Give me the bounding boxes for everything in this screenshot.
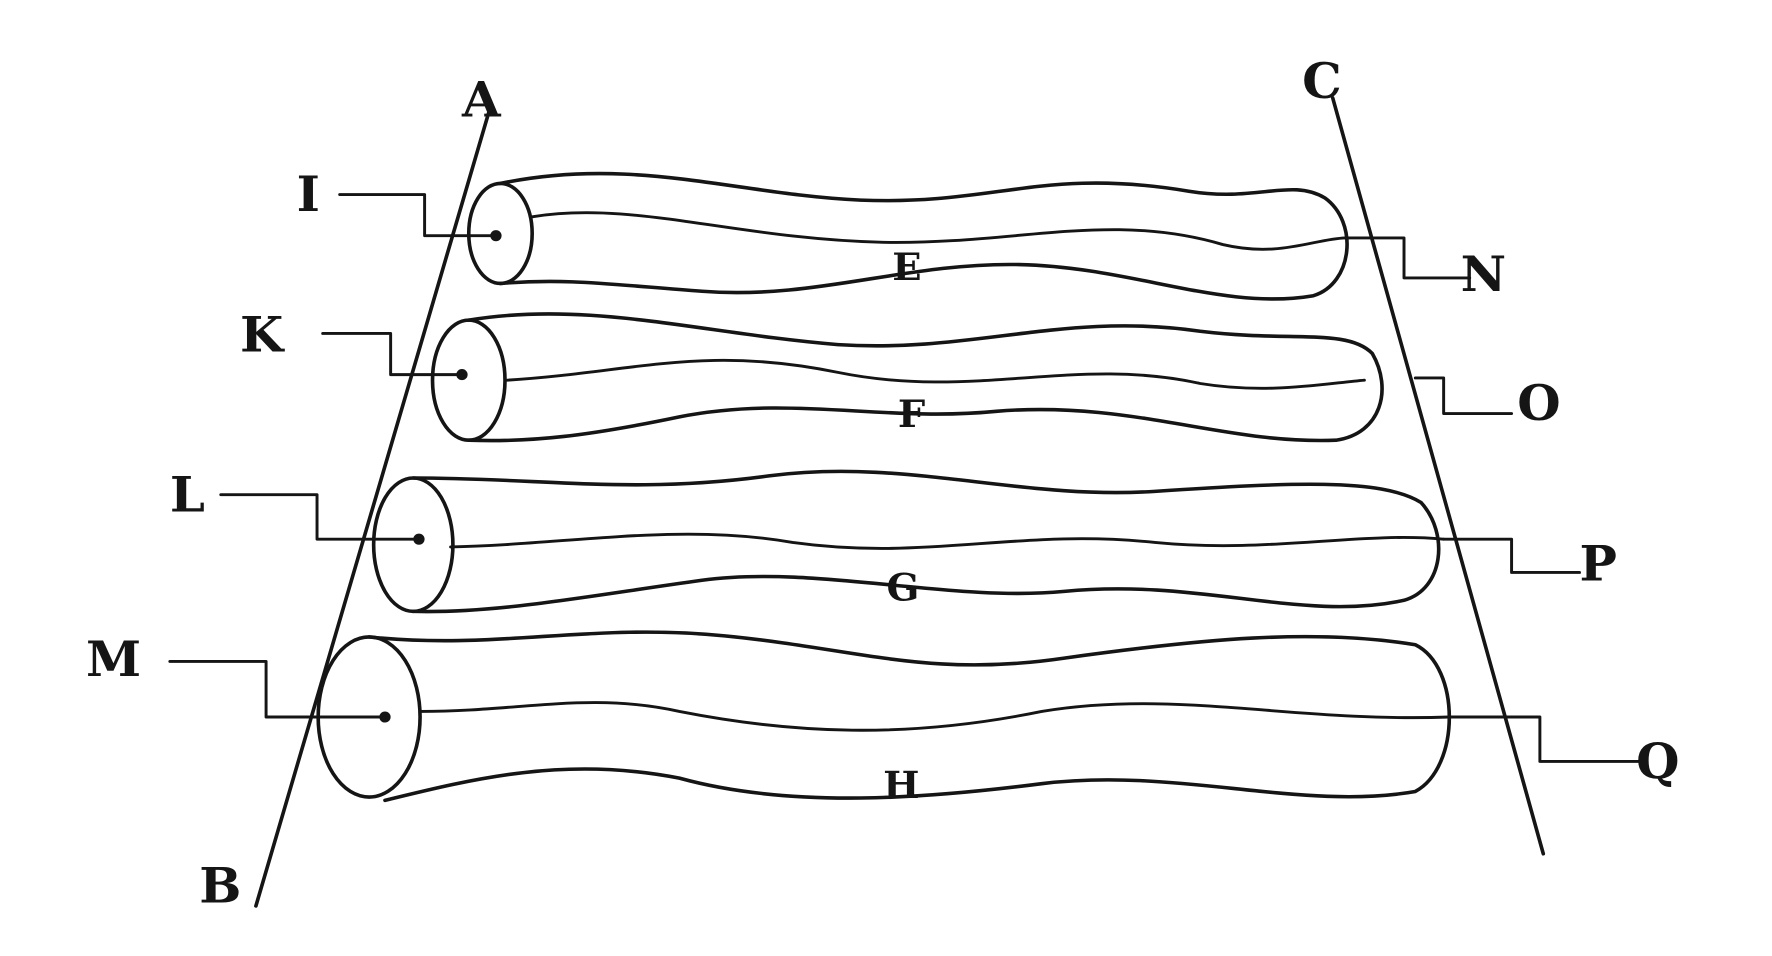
tube-F-end — [430, 318, 507, 442]
label-B: B — [199, 857, 241, 914]
leader-O — [1413, 376, 1514, 415]
leader-N — [1343, 236, 1472, 280]
label-K: K — [240, 306, 285, 363]
label-A: A — [461, 71, 501, 128]
label-G: G — [887, 565, 920, 610]
label-M: M — [86, 630, 141, 687]
leader-P — [1442, 537, 1581, 574]
label-P: P — [1580, 535, 1617, 592]
leader-K — [321, 332, 464, 377]
label-L: L — [170, 466, 205, 523]
label-Q: Q — [1636, 733, 1679, 790]
label-E: E — [892, 244, 921, 289]
label-I: I — [297, 166, 320, 223]
label-O: O — [1517, 375, 1560, 432]
label-F: F — [898, 391, 925, 436]
tube-H — [316, 630, 1451, 803]
label-H: H — [883, 762, 919, 807]
tube-E — [466, 171, 1349, 301]
leader-Q — [1447, 715, 1641, 763]
label-N: N — [1461, 246, 1507, 303]
tube-G — [371, 469, 1446, 614]
tube-F — [430, 312, 1384, 443]
leader-L — [219, 493, 421, 541]
label-C: C — [1302, 52, 1342, 109]
tube-G-end — [371, 476, 455, 614]
leader-I — [338, 193, 497, 238]
line-C — [1330, 96, 1546, 856]
leader-M — [168, 659, 387, 719]
line-AB — [254, 109, 491, 908]
